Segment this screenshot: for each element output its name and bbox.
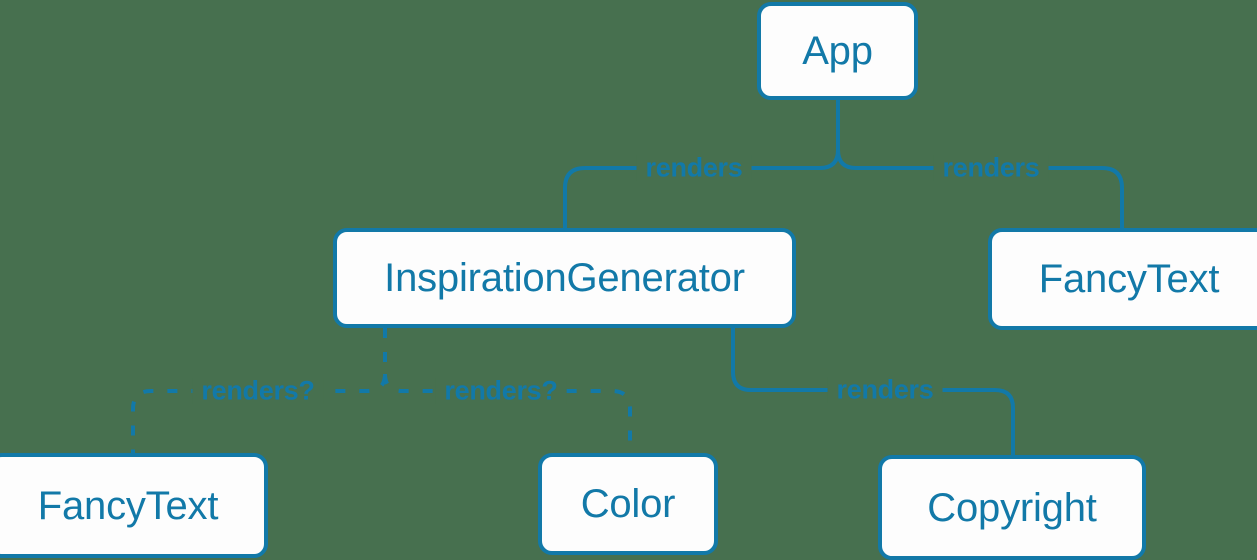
node-fancytext-top-label: FancyText [1038,257,1220,301]
edge-app-to-inspiration [563,149,840,228]
edge-inspiration-to-color [383,373,632,453]
node-app[interactable]: App [757,2,918,100]
edge-label-inspiration-fancytext: renders? [192,377,324,405]
edge-label-app-inspiration: renders [636,154,752,182]
edge-label-inspiration-copyright: renders [827,376,943,404]
edge-label-app-fancytext: renders [933,154,1049,182]
node-color-label: Color [580,482,676,526]
node-fancytext-bottom-label: FancyText [37,483,219,528]
node-copyright-label: Copyright [927,485,1097,530]
node-color[interactable]: Color [538,453,718,555]
node-fancytext-bottom[interactable]: FancyText [0,453,268,558]
node-fancytext-top[interactable]: FancyText [988,228,1257,330]
edge-label-inspiration-color: renders? [435,377,567,405]
node-app-label: App [802,29,873,73]
node-inspiration-generator-label: InspirationGenerator [384,256,745,300]
node-inspiration-generator[interactable]: InspirationGenerator [333,228,796,328]
node-copyright[interactable]: Copyright [878,455,1146,560]
